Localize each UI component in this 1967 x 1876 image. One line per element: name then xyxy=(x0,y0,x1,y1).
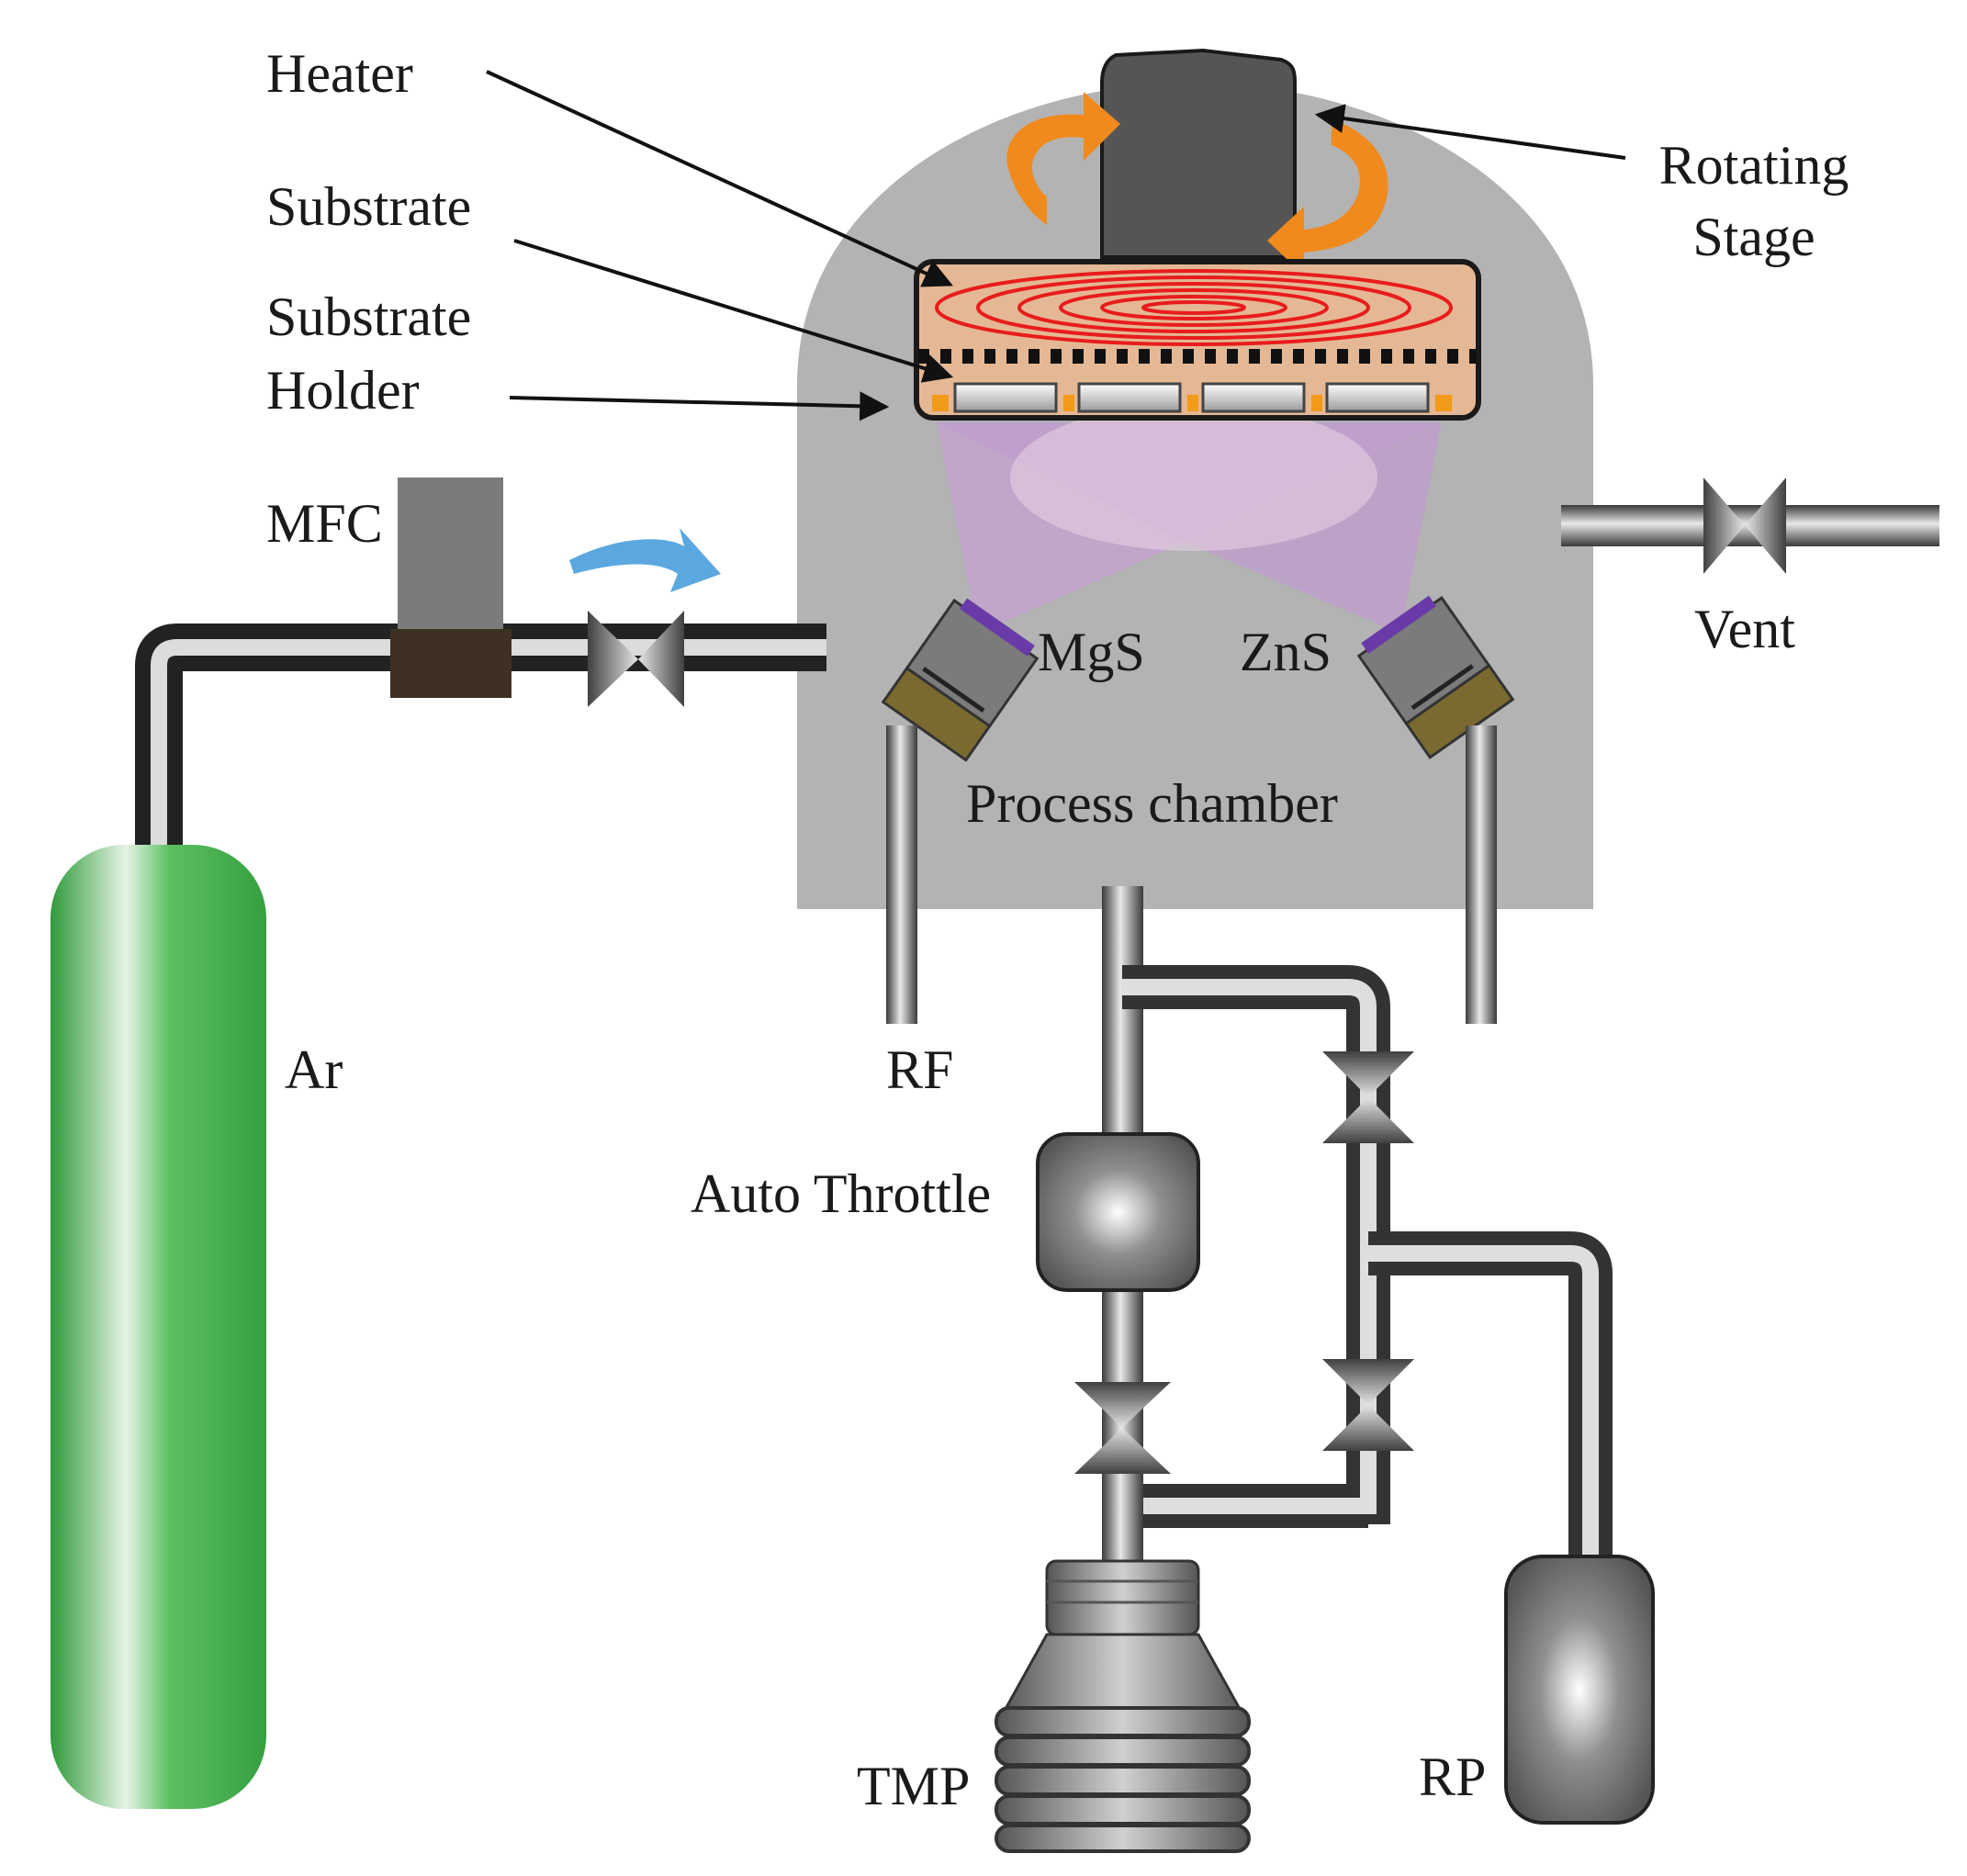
label-rotating-stage-line1: Rotating xyxy=(1658,135,1849,196)
label-substrate: Substrate xyxy=(266,176,472,237)
rf-cable-left xyxy=(886,725,917,1024)
label-substrate-holder-line2: Holder xyxy=(266,360,420,421)
rotation-arrow-left-icon xyxy=(1006,92,1120,225)
rp-line xyxy=(1368,1231,1613,1561)
label-tmp: TMP xyxy=(857,1756,971,1816)
tmp-line xyxy=(1102,1286,1143,1570)
auto-throttle-valve xyxy=(1036,1132,1200,1292)
heater-block xyxy=(914,259,1481,421)
bypass-valve-upper xyxy=(1322,1051,1414,1143)
heater-coil xyxy=(935,269,1453,346)
label-rf: RF xyxy=(886,1039,954,1100)
label-rotating-stage-line2: Stage xyxy=(1692,207,1815,267)
ar-gas-cylinder xyxy=(51,845,266,1809)
gas-valve xyxy=(588,611,684,707)
bypass-valve-lower xyxy=(1322,1359,1414,1451)
sputter-gun-mgs xyxy=(881,598,1040,762)
label-mfc: MFC xyxy=(266,493,383,554)
mfc-block xyxy=(398,477,503,629)
label-vent: Vent xyxy=(1694,599,1795,659)
plasma-glow xyxy=(937,404,1442,634)
label-mgs: MgS xyxy=(1038,622,1145,682)
label-zns: ZnS xyxy=(1240,622,1332,682)
label-heater: Heater xyxy=(266,43,413,104)
label-rp: RP xyxy=(1419,1747,1487,1807)
label-process-chamber: Process chamber xyxy=(966,773,1338,834)
rf-cable-right xyxy=(1466,725,1497,1024)
sputter-gun-zns xyxy=(1356,595,1515,759)
label-ar: Ar xyxy=(285,1039,343,1100)
label-substrate-holder-line1: Substrate xyxy=(266,286,472,347)
vent-valve xyxy=(1703,477,1786,574)
main-pump-line xyxy=(1102,886,1143,1143)
tmp-valve xyxy=(1074,1382,1171,1474)
leader-lines xyxy=(486,70,1626,421)
substrates xyxy=(932,382,1452,413)
rotation-arrow-right-icon xyxy=(1267,119,1388,275)
rotating-stage xyxy=(1100,48,1297,259)
rotary-pump xyxy=(1504,1555,1655,1825)
mfc-connector xyxy=(390,629,511,698)
label-auto-throttle: Auto Throttle xyxy=(691,1163,992,1224)
turbomolecular-pump xyxy=(995,1559,1251,1853)
gas-flow-arrow-icon xyxy=(569,528,721,592)
